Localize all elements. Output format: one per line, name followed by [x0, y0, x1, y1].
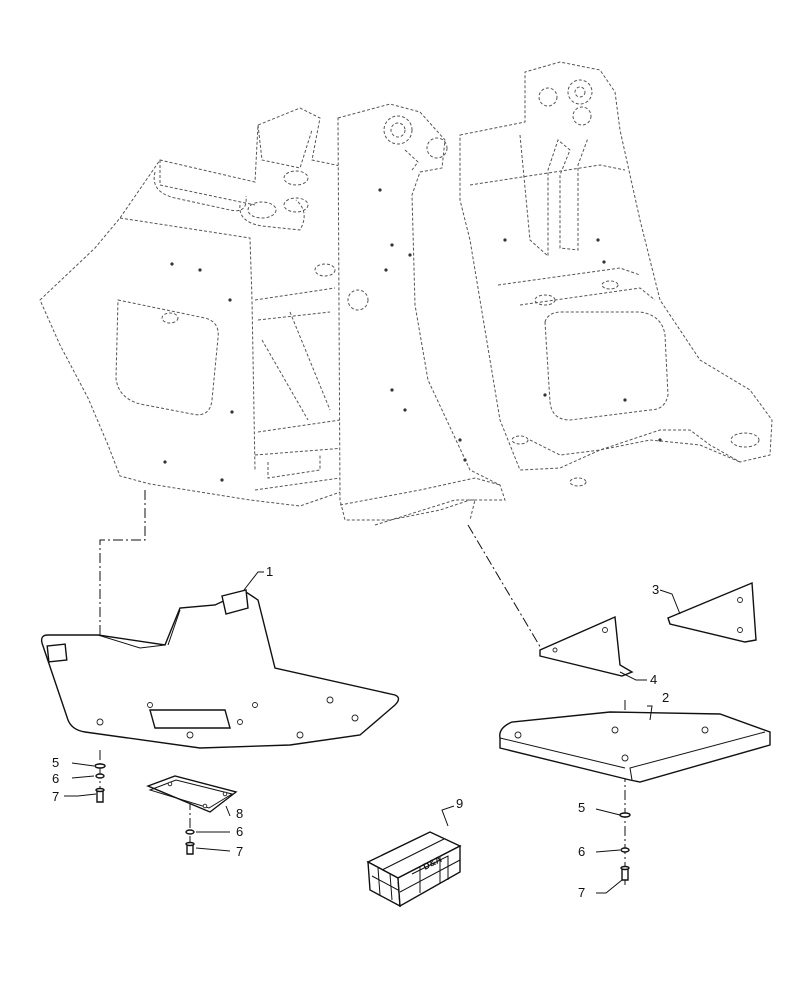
rear-guard-plate — [40, 589, 400, 749]
callout-2: 2 — [662, 690, 669, 705]
callout-labels: 1 3 4 2 5 6 7 8 6 7 9 5 6 7 — [52, 564, 669, 900]
callout-4: 4 — [650, 672, 657, 687]
bracket-4 — [539, 615, 634, 677]
hardware-right — [619, 812, 631, 881]
callout-6-right: 6 — [578, 844, 585, 859]
hardware-center — [185, 829, 195, 855]
hardware-kit-crate-icon: D&A — [366, 831, 462, 908]
callout-6-center: 6 — [236, 824, 243, 839]
assembly-center-lines — [99, 490, 626, 885]
callout-7-right: 7 — [578, 885, 585, 900]
front-guard-plate — [499, 711, 771, 783]
callout-8: 8 — [236, 806, 243, 821]
callout-9: 9 — [456, 796, 463, 811]
callout-1: 1 — [266, 564, 273, 579]
callout-5-left: 5 — [52, 755, 59, 770]
callout-5-right: 5 — [578, 800, 585, 815]
callout-7-center: 7 — [236, 844, 243, 859]
hardware-left — [94, 763, 106, 803]
bracket-3 — [667, 581, 757, 643]
callout-6-left: 6 — [52, 771, 59, 786]
cover-plate — [146, 775, 238, 813]
loader-frame-phantom — [39, 61, 773, 526]
leader-lines — [64, 571, 681, 894]
callout-7-left: 7 — [52, 789, 59, 804]
callout-3: 3 — [652, 582, 659, 597]
